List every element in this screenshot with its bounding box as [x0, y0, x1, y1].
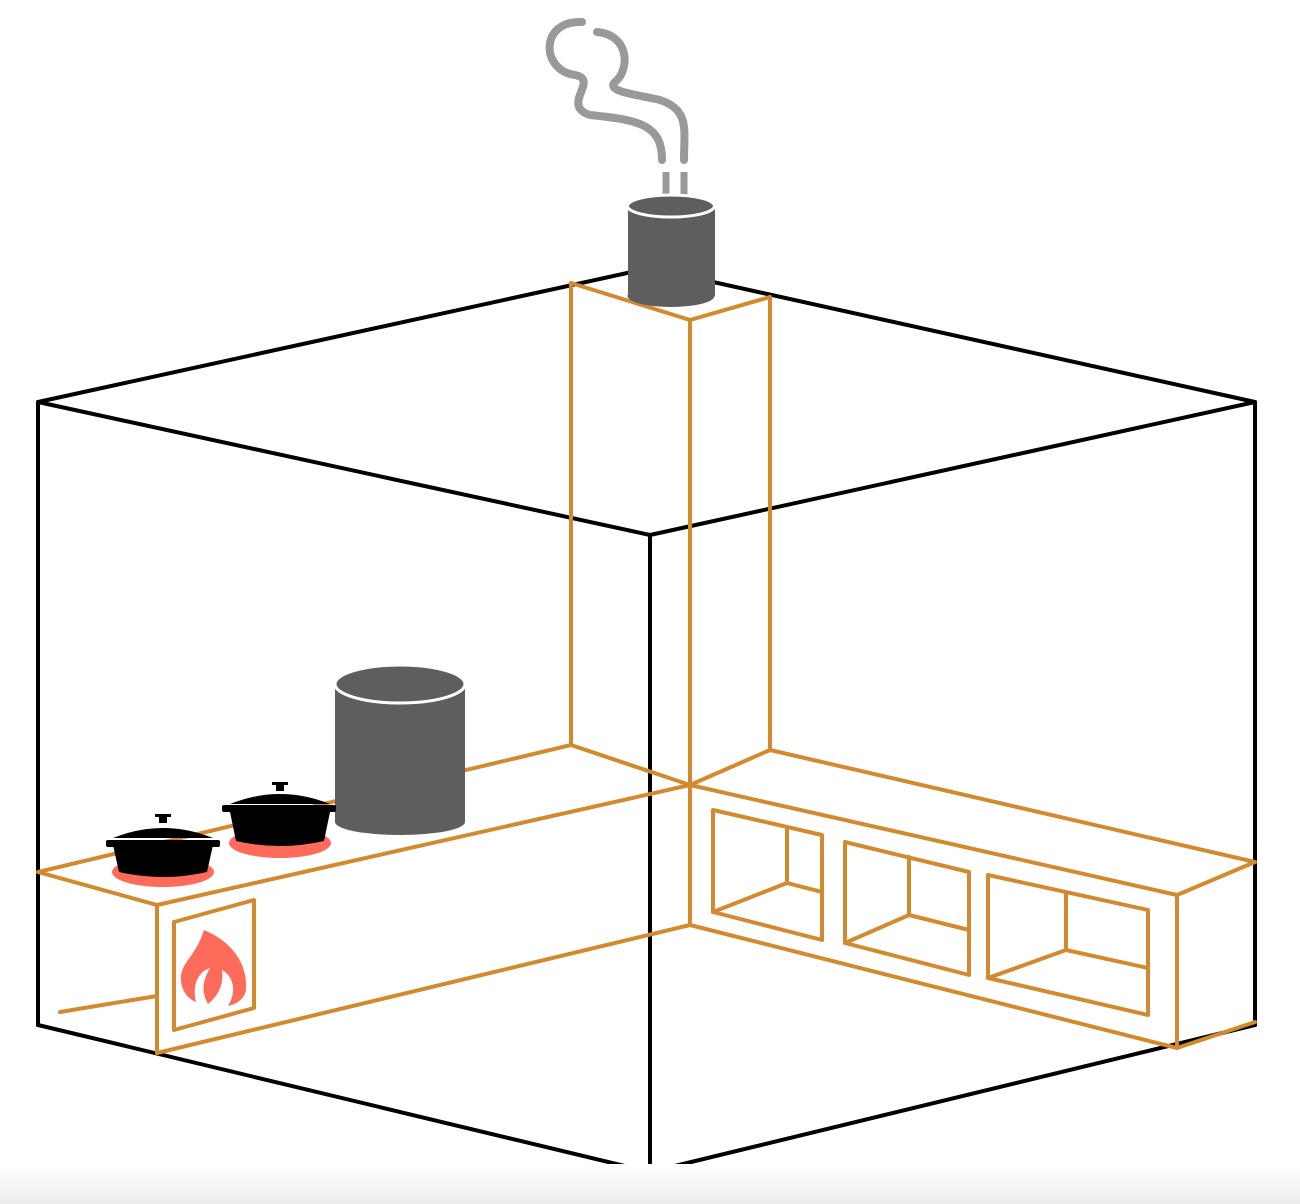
storage-compartment-3 [986, 873, 1150, 1017]
cooking-pot-icon-1 [106, 814, 220, 877]
smoke-icon [545, 17, 689, 200]
fire-door [172, 898, 256, 1032]
bench-floor-right [1175, 1020, 1257, 1050]
heated-bench [688, 748, 1257, 1050]
bench-top [688, 748, 1257, 897]
room-floor-left-edge [36, 1023, 652, 1174]
bench-bottom-edge [688, 923, 1179, 1050]
room-floor-right-edge [648, 1023, 1257, 1174]
chimney-cap-cylinder-icon [626, 193, 716, 307]
chimney-flue [569, 281, 772, 787]
stove-left-floor [58, 994, 159, 1014]
room-cube [36, 266, 1257, 1174]
bottom-fade [0, 1164, 1300, 1204]
water-drum-cylinder-icon [333, 663, 467, 835]
cooking-pot-icon-2 [222, 782, 336, 846]
stove-bottom-edge [155, 923, 692, 1055]
flame-icon [180, 930, 247, 1006]
storage-compartment-1 [711, 808, 824, 942]
storage-compartment-2 [843, 840, 971, 977]
